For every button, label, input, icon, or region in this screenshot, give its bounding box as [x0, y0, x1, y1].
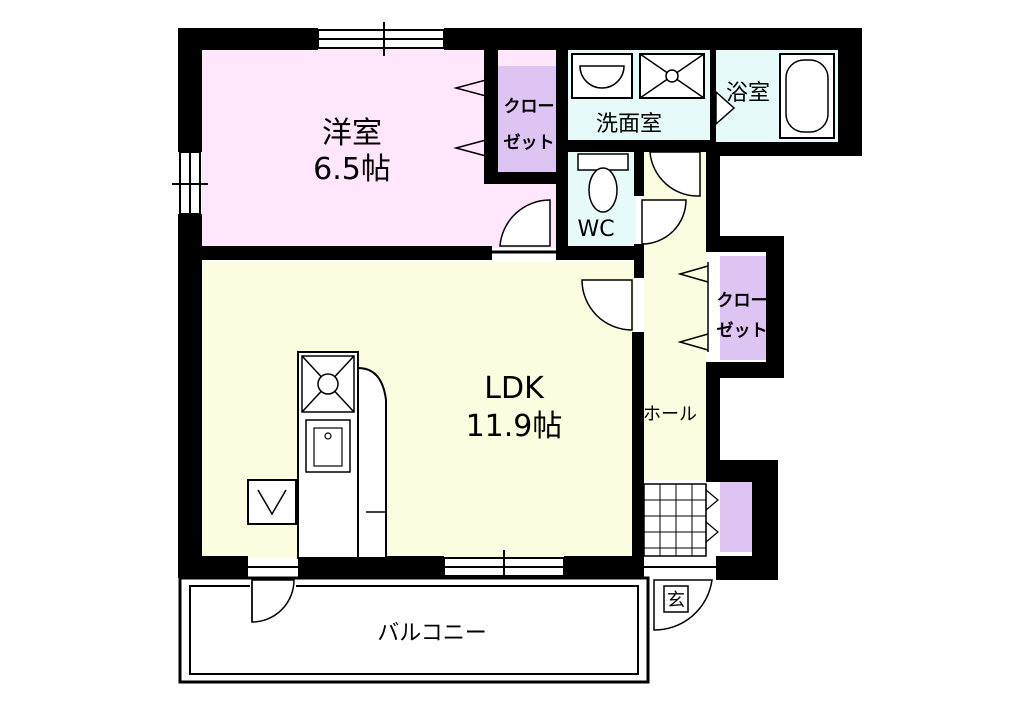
- door-wc: [641, 199, 687, 245]
- kitchen-counter: [297, 351, 387, 559]
- balcony-door-arc: [251, 579, 295, 623]
- closet-hall-floor: [720, 256, 766, 360]
- shoe-closet-doors: [705, 484, 719, 552]
- inner-walls: [202, 48, 716, 578]
- closet-western-label-2: ゼット: [504, 132, 555, 153]
- ldk-name: LDK: [484, 371, 545, 406]
- door-bathroom: [715, 90, 736, 126]
- western-room-name: 洋室: [322, 116, 382, 151]
- shoe-closet-floor: [720, 482, 752, 552]
- north-window: [317, 22, 445, 56]
- western-room-size: 6.5帖: [313, 152, 391, 187]
- ldk-size: 11.9帖: [466, 409, 563, 444]
- closet-hall-doors: [677, 262, 709, 352]
- entrance-name: 玄: [667, 590, 685, 611]
- fridge: [247, 479, 297, 525]
- west-window: [172, 151, 208, 215]
- washbasin: [571, 53, 633, 99]
- toilet: [577, 153, 629, 213]
- balcony-name: バルコニー: [377, 621, 487, 646]
- hall-name: ホール: [643, 404, 697, 425]
- closet-western-floor: [498, 66, 560, 174]
- entrance-label-box: [663, 585, 689, 613]
- door-washroom: [649, 151, 701, 197]
- door-western-room: [492, 199, 556, 254]
- washing-machine: [639, 53, 705, 99]
- washroom-name: 洗面室: [596, 112, 662, 137]
- closet-western-doors: [453, 72, 487, 166]
- entrance-floor: [643, 483, 707, 557]
- closet-hall-label-2: ゼット: [717, 320, 768, 341]
- closet-hall-label-1: クロー: [717, 291, 768, 311]
- wc-name: WC: [577, 217, 614, 242]
- outer-walls: [178, 28, 862, 580]
- bathroom-name: 浴室: [726, 81, 770, 106]
- bathtub: [779, 53, 835, 139]
- door-ldk: [581, 279, 633, 331]
- closet-western-label-1: クロー: [504, 97, 555, 117]
